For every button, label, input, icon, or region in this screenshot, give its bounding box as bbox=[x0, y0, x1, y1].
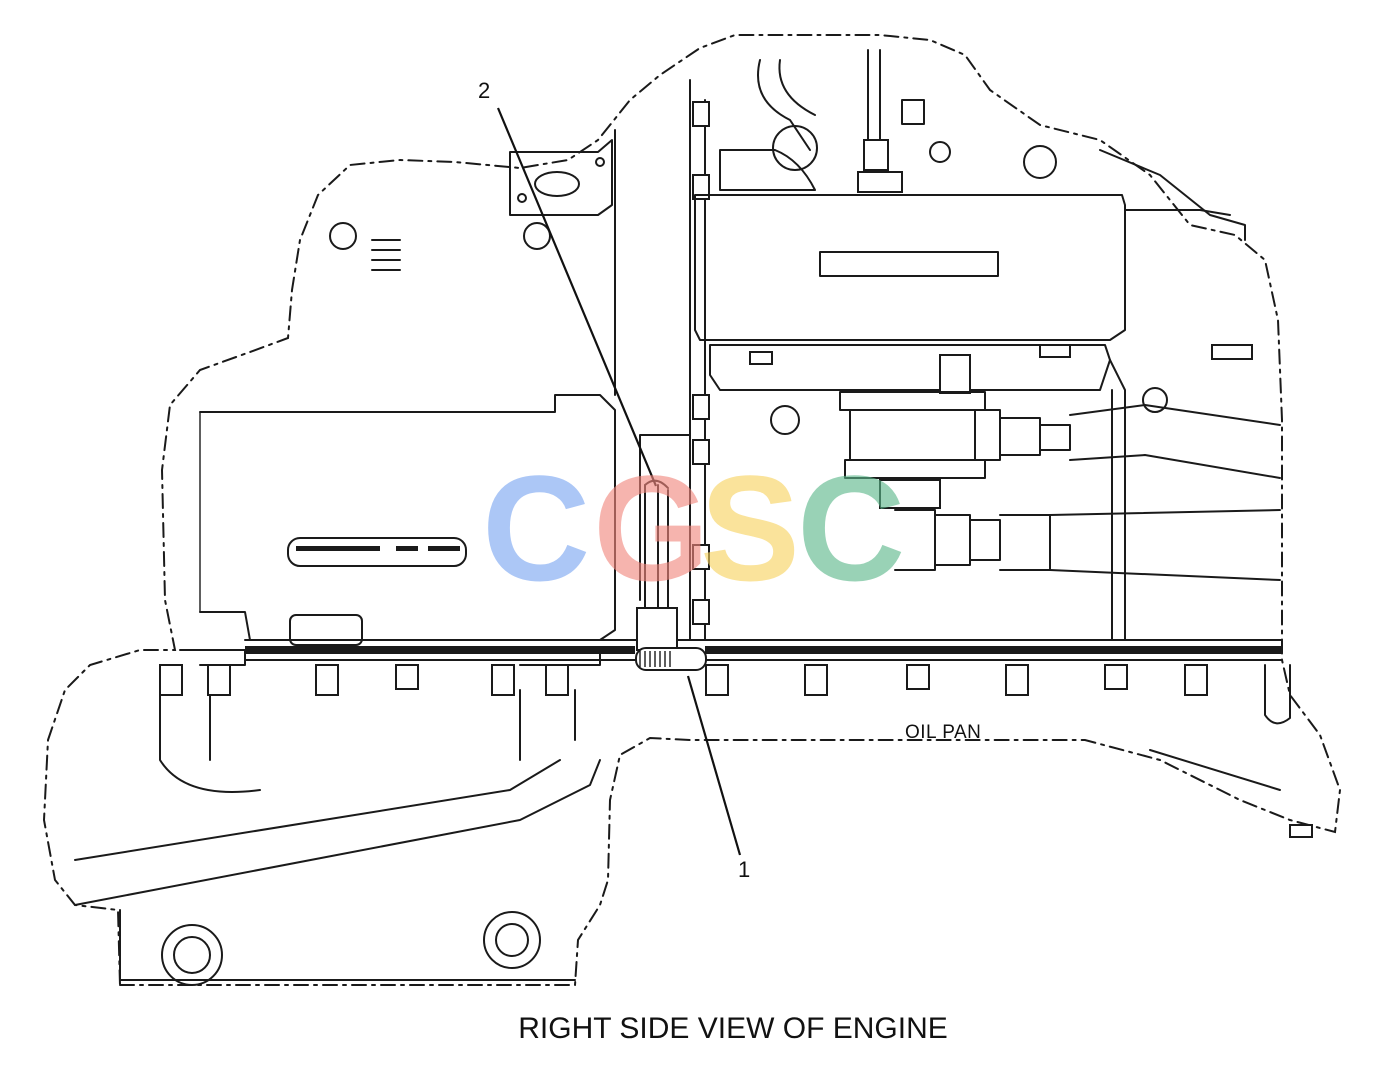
center-block bbox=[639, 79, 710, 641]
pan-bolts bbox=[159, 664, 1208, 696]
leader-line-1 bbox=[686, 675, 742, 856]
callout-label-1: 1 bbox=[738, 857, 750, 882]
engine-outline bbox=[42, 34, 1342, 986]
watermark-logo: C G S C bbox=[482, 444, 905, 612]
filter-base bbox=[709, 344, 1281, 641]
leader-line-2 bbox=[496, 107, 658, 487]
filter-housing bbox=[694, 49, 1253, 360]
oil-pan-label: OIL PAN bbox=[905, 722, 981, 743]
lower-hose bbox=[879, 479, 1281, 581]
diagram-caption: RIGHT SIDE VIEW OF ENGINE bbox=[518, 1012, 948, 1045]
watermark-letter-2: G bbox=[593, 444, 710, 612]
watermark-letter-4: C bbox=[797, 444, 905, 612]
watermark-letter-3: S bbox=[700, 444, 800, 612]
left-cover bbox=[199, 129, 616, 646]
watermark-letter-1: C bbox=[482, 444, 590, 612]
oil-pan bbox=[74, 664, 1313, 986]
callout-label-2: 2 bbox=[478, 78, 490, 103]
oil-level-sensor bbox=[635, 479, 707, 671]
